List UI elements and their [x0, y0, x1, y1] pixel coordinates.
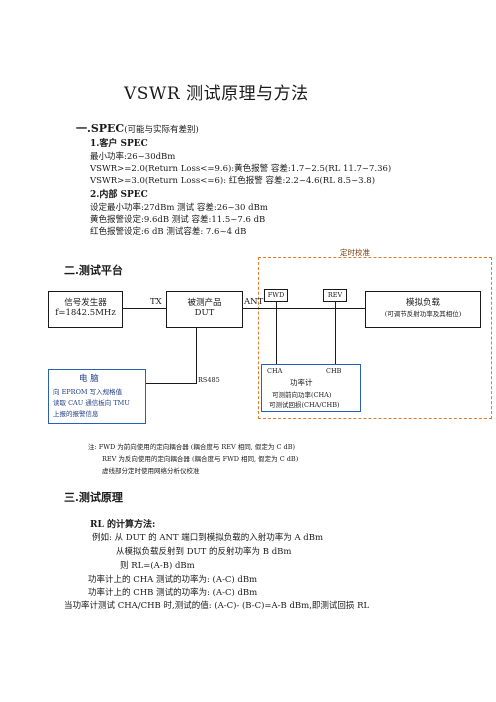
customer-spec-heading: 1.客户 SPEC: [90, 139, 148, 149]
rl-method-line: 当功率计测试 CHA/CHB 时,测试的值: (A-C)- (B-C)=A-B …: [64, 601, 370, 611]
chb-label: CHB: [326, 367, 342, 375]
page-title: VSWR 测试原理与方法: [124, 84, 309, 104]
rl-method-heading: RL 的计算方法:: [90, 520, 156, 530]
tx-line: [123, 308, 166, 309]
fwd-label: FWD: [267, 291, 285, 299]
dut-box: 被测产品 DUT: [166, 291, 243, 328]
power-meter-chb-desc: 可测试回损(CHA/CHB): [269, 401, 340, 409]
spec-heading-bold: 一.SPEC: [76, 122, 125, 135]
dut-label: 被测产品: [187, 298, 222, 308]
spec-heading: 一.SPEC(可能与实际有差别): [76, 120, 199, 136]
test-platform-heading: 二.测试平台: [64, 264, 123, 277]
computer-label: 电 脑: [79, 374, 99, 384]
rs485-label: RS485: [198, 376, 220, 384]
ant-line: [243, 308, 365, 309]
computer-box: 电 脑 向 EPROM 写入规格值 读取 CAU 通信板向 TMU 上报的报警信…: [48, 369, 146, 424]
tx-label: TX: [150, 297, 162, 307]
rl-method-line: 从模拟负载反射到 DUT 的反射功率为 B dBm: [116, 547, 292, 557]
rl-method-line: 则 RL=(A-B) dBm: [120, 561, 195, 571]
rl-method-line: 例如: 从 DUT 的 ANT 端口到模拟负载的入射功率为 A dBm: [92, 533, 324, 543]
customer-spec-line: 最小功率:26~30dBm: [90, 152, 176, 162]
internal-spec-line: 红色报警设定:6 dB 测试容差: 7.6~4 dB: [90, 227, 247, 237]
load-box: 模拟负载 (可调节反射功率及其相位): [365, 291, 481, 328]
cha-label: CHA: [267, 367, 283, 375]
internal-spec-line: 设定最小功率:27dBm 测试 容差:26~30 dBm: [90, 203, 268, 213]
ant-label: ANT: [244, 297, 264, 307]
fwd-to-cha-line: [276, 302, 277, 364]
calibration-label: 定时校准: [340, 248, 370, 257]
rs485-line: [146, 383, 197, 384]
signal-generator-frequency: f=1842.5MHz: [55, 308, 116, 318]
note-line: REV 为反向使用的定向耦合器 (耦合度与 FWD 相同, 假定为 C dB): [102, 455, 299, 463]
internal-spec-heading: 2.内部 SPEC: [90, 190, 148, 200]
rev-label: REV: [327, 291, 343, 299]
computer-desc-3: 上报的报警信息: [53, 410, 99, 418]
internal-spec-line: 黄色报警设定:9.6dB 测试 容差:11.5~7.6 dB: [90, 215, 266, 225]
rev-coupler: REV: [323, 289, 347, 302]
test-principle-heading: 三.测试原理: [64, 491, 123, 504]
power-meter-cha-desc: 可测前向功率(CHA): [272, 391, 332, 399]
note-line: 虚线部分定时使用网络分析仪校准: [102, 467, 200, 475]
customer-spec-line: VSWR>=3.0(Return Loss<=6): 红色报警 容差:2.2~4…: [90, 176, 376, 186]
load-sublabel: (可调节反射功率及其相位): [384, 310, 462, 318]
dut-sublabel: DUT: [194, 308, 215, 318]
power-meter-box: CHA CHB 功率计 可测前向功率(CHA) 可测试回损(CHA/CHB): [261, 364, 361, 412]
rev-to-chb-line: [335, 302, 336, 364]
calibration-region: [258, 257, 492, 419]
signal-generator-label: 信号发生器: [64, 298, 107, 308]
customer-spec-line: VSWR>=2.0(Return Loss<=9.6):黄色报警 容差:1.7~…: [90, 164, 392, 174]
signal-generator-box: 信号发生器 f=1842.5MHz: [48, 291, 123, 328]
computer-desc-1: 向 EPROM 写入规格值: [53, 388, 123, 396]
fwd-coupler: FWD: [264, 289, 288, 302]
load-label: 模拟负载: [405, 298, 440, 308]
spec-heading-note: (可能与实际有差别): [124, 125, 199, 135]
rl-method-line: 功率计上的 CHB 测试的功率为: (A-C) dBm: [88, 588, 258, 598]
note-line: 注: FWD 为前向使用的定向耦合器 (耦合度与 REV 相同, 假定为 C d…: [88, 443, 296, 451]
power-meter-label: 功率计: [290, 378, 313, 387]
computer-desc-2: 读取 CAU 通信板向 TMU: [53, 399, 130, 407]
dut-rs485-line: [196, 328, 197, 383]
rl-method-line: 功率计上的 CHA 测试的功率为: (A-C) dBm: [88, 575, 258, 585]
